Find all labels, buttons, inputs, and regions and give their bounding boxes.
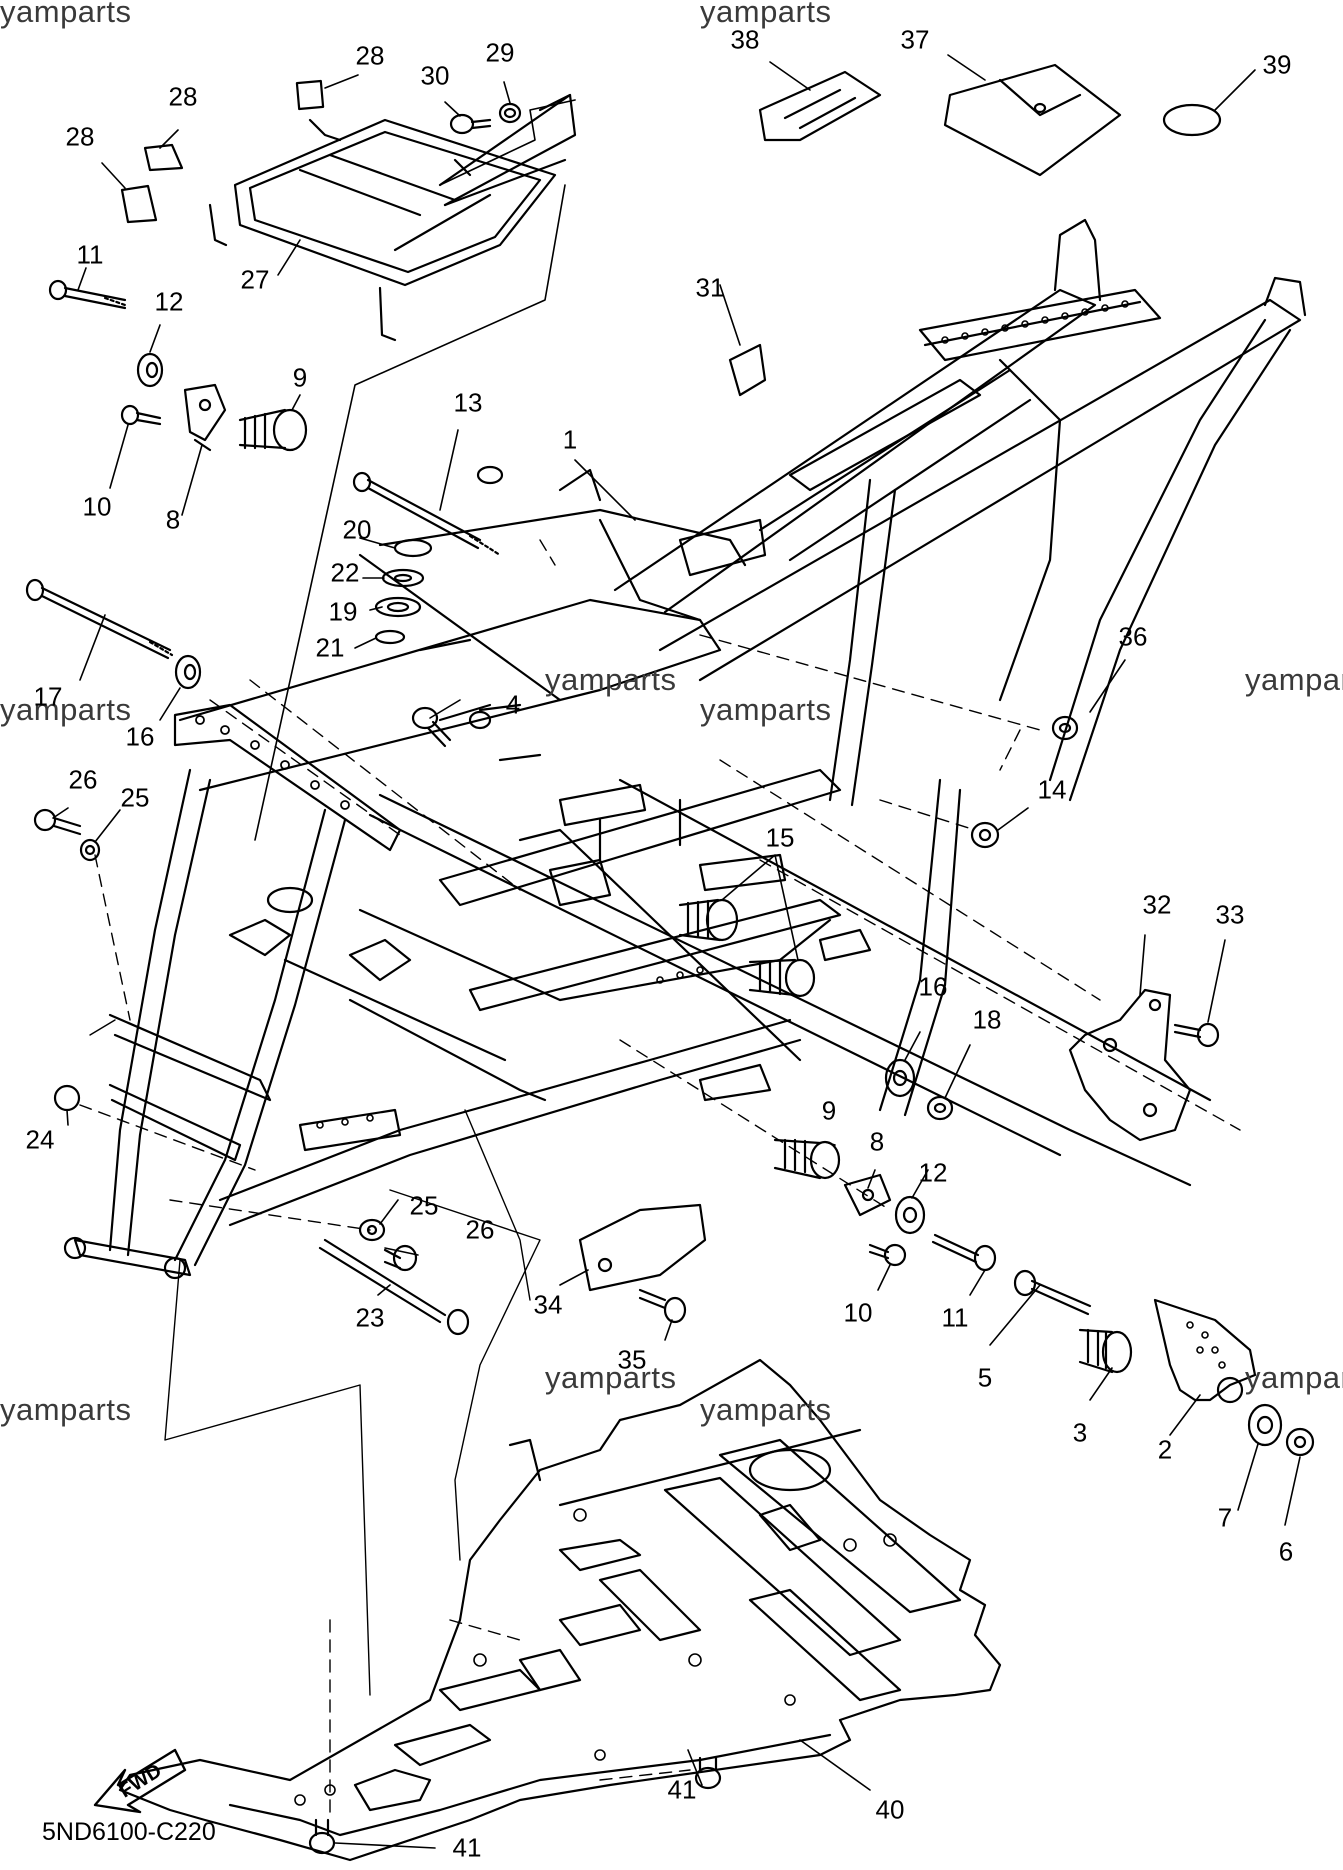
callout-18: 18 xyxy=(972,1004,1002,1035)
watermark: yamparts xyxy=(0,0,132,29)
left-mount-parts xyxy=(25,279,502,1336)
callout-12: 12 xyxy=(154,286,184,317)
bolt-30-washer-29 xyxy=(449,102,522,135)
guide-lines xyxy=(79,539,1241,1821)
callout-23: 23 xyxy=(355,1302,385,1333)
fwd-arrow-icon xyxy=(93,1748,187,1814)
bag-37 xyxy=(943,63,1122,177)
callout-11: 11 xyxy=(76,239,104,270)
watermark: yamparts xyxy=(700,0,832,29)
callout-16b: 16 xyxy=(918,971,948,1002)
callout-5: 5 xyxy=(977,1362,993,1393)
o-ring-39 xyxy=(1162,103,1222,137)
callout-3: 3 xyxy=(1072,1417,1088,1448)
callout-36: 36 xyxy=(1118,621,1148,652)
callout-40: 40 xyxy=(875,1794,905,1825)
callout-29: 29 xyxy=(485,37,515,68)
callout-10: 10 xyxy=(82,491,112,522)
callout-41b: 41 xyxy=(452,1832,482,1863)
skid-plate xyxy=(118,1358,1002,1862)
callout-31: 31 xyxy=(695,272,725,303)
callout-25: 25 xyxy=(409,1190,439,1221)
callout-34: 34 xyxy=(533,1289,563,1320)
callout-19: 19 xyxy=(328,596,358,627)
callout-21: 21 xyxy=(315,632,345,663)
watermark: yamparts xyxy=(1245,662,1343,697)
watermark: yamparts xyxy=(545,1360,677,1395)
callout-leaders xyxy=(52,54,1301,1849)
callout-11b: 11 xyxy=(941,1302,969,1333)
callout-1: 1 xyxy=(562,424,578,455)
callout-20: 20 xyxy=(342,514,372,545)
callout-9b: 9 xyxy=(821,1095,837,1126)
watermark: yamparts xyxy=(700,692,832,727)
callout-39: 39 xyxy=(1262,49,1292,80)
diagram-code: 5ND6100-C220 xyxy=(42,1818,216,1846)
clips-28 xyxy=(120,79,325,224)
callout-26: 26 xyxy=(465,1214,495,1245)
watermark: yamparts xyxy=(0,692,132,727)
callout-2: 2 xyxy=(1157,1434,1173,1465)
callout-12b: 12 xyxy=(918,1157,948,1188)
callout-30: 30 xyxy=(420,60,450,91)
callout-25b: 25 xyxy=(120,782,150,813)
callout-35: 35 xyxy=(617,1344,647,1375)
callout-38: 38 xyxy=(730,24,760,55)
callout-27: 27 xyxy=(240,264,270,295)
callout-13: 13 xyxy=(453,387,483,418)
callout-37: 37 xyxy=(900,24,930,55)
callout-26b: 26 xyxy=(68,764,98,795)
callout-15: 15 xyxy=(765,822,795,853)
callout-41: 41 xyxy=(667,1774,697,1805)
callout-28c: 28 xyxy=(65,121,95,152)
callout-4: 4 xyxy=(505,689,521,720)
watermark: yamparts xyxy=(0,1392,132,1427)
callout-8b: 8 xyxy=(869,1126,885,1157)
seat-bracket xyxy=(208,93,577,342)
callout-7: 7 xyxy=(1217,1502,1233,1533)
callout-22: 22 xyxy=(330,557,360,588)
callout-10b: 10 xyxy=(843,1297,873,1328)
callout-33: 33 xyxy=(1215,899,1245,930)
right-mount-parts xyxy=(578,343,1315,1457)
watermark: yamparts xyxy=(545,662,677,697)
callout-24: 24 xyxy=(25,1124,55,1155)
callout-16: 16 xyxy=(125,721,155,752)
callout-28: 28 xyxy=(355,40,385,71)
callout-17: 17 xyxy=(33,681,63,712)
watermark: yamparts xyxy=(1245,1360,1343,1395)
callout-9: 9 xyxy=(292,362,308,393)
callout-28b: 28 xyxy=(168,81,198,112)
callout-8: 8 xyxy=(165,504,181,535)
main-frame xyxy=(63,218,1307,1280)
tool-38 xyxy=(758,70,882,142)
callout-32: 32 xyxy=(1142,889,1172,920)
callout-6: 6 xyxy=(1278,1536,1294,1567)
callout-14: 14 xyxy=(1037,774,1067,805)
watermark: yamparts xyxy=(700,1392,832,1427)
leader-lines xyxy=(89,1019,541,1696)
skid-bolts-41 xyxy=(308,1756,722,1855)
